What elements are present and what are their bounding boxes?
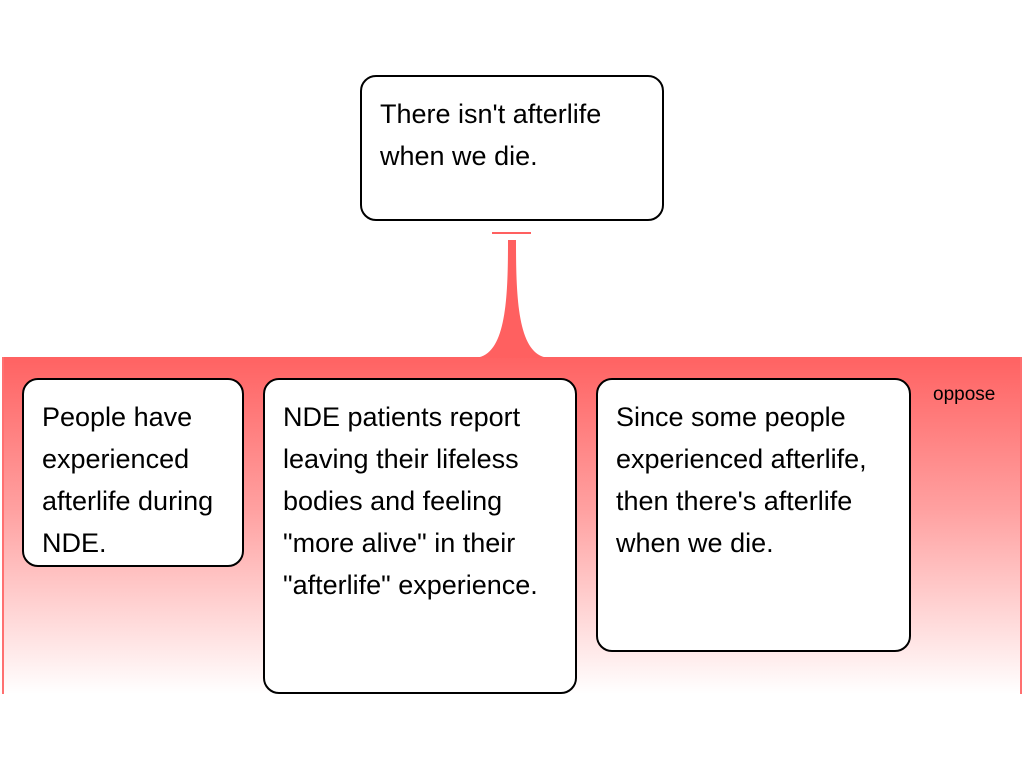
premise-box[interactable]: People have experienced afterlife during… [22,378,244,567]
connector-stem [474,240,550,358]
main-claim-box[interactable]: There isn't afterlife when we die. [360,75,664,221]
premise-box[interactable]: Since some people experienced afterlife,… [596,378,911,652]
oppose-label: oppose [933,384,996,405]
premise-box[interactable]: NDE patients report leaving their lifele… [263,378,577,694]
